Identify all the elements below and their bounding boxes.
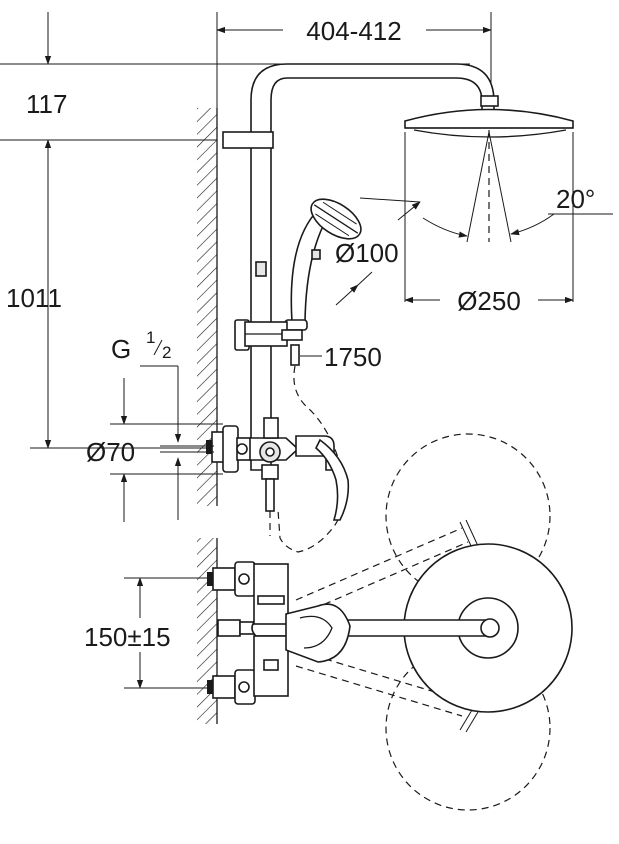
dimension-head-diameter: Ø250	[404, 286, 574, 316]
lower-mixer	[207, 561, 351, 705]
slider-holder	[234, 319, 303, 366]
dimension-hand-diameter: Ø100	[335, 197, 421, 306]
thread-main-label: G	[111, 334, 131, 364]
hose-length-label: 1750	[324, 342, 382, 372]
dimension-tilt-angle: 20°	[422, 184, 613, 238]
tilt-angle-label: 20°	[556, 184, 595, 214]
thread-numerator-label: 1	[146, 328, 155, 347]
hand-shower	[284, 198, 362, 331]
dimension-hose-length: 1750	[300, 342, 382, 372]
dimension-top-offset: 117	[0, 12, 470, 141]
dimension-thread: G 1 2	[111, 328, 182, 520]
rotation-outlines	[295, 433, 551, 811]
height-label: 1011	[6, 283, 62, 313]
upper-mixer	[206, 417, 350, 536]
hand-diameter-label: Ø100	[335, 238, 399, 268]
dimension-height: 1011	[6, 139, 217, 449]
thread-denominator-label: 2	[162, 343, 171, 362]
dimension-inlet-spacing: 150±15	[84, 577, 212, 689]
dimension-mixer-diameter: Ø70	[86, 378, 223, 522]
inlet-spacing-label: 150±15	[84, 622, 171, 652]
dimension-width: 404-412	[216, 12, 492, 108]
top-offset-label: 117	[26, 89, 67, 119]
width-range-label: 404-412	[306, 16, 401, 46]
head-shower	[404, 95, 574, 302]
mixer-diameter-label: Ø70	[86, 437, 135, 467]
head-diameter-label: Ø250	[457, 286, 521, 316]
